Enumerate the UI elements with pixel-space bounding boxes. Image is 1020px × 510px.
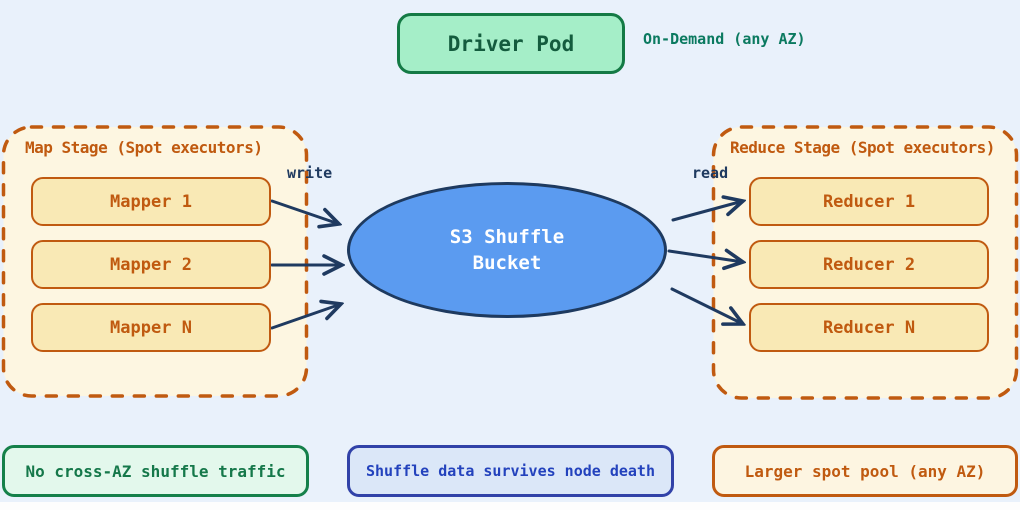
page-bottom-strip <box>0 502 1020 510</box>
write-edge-label: write <box>287 164 333 182</box>
bucket-label-line2: Bucket <box>472 252 542 274</box>
driver-annotation: On-Demand (any AZ) <box>643 30 806 48</box>
mapper-2-node: Mapper 2 <box>31 240 271 289</box>
map-stage-title: Map Stage (Spot executors) <box>25 138 263 157</box>
reducer-n-node: Reducer N <box>749 303 989 352</box>
write-arrow-3 <box>270 304 341 330</box>
mapper-1-node: Mapper 1 <box>31 177 271 226</box>
read-edge-label: read <box>692 164 729 182</box>
reducer-2-node: Reducer 2 <box>749 240 989 289</box>
read-arrow-1 <box>671 201 743 222</box>
write-arrow-1 <box>270 199 339 224</box>
note-larger-spot-pool: Larger spot pool (any AZ) <box>712 445 1018 497</box>
s3-shuffle-bucket-node: S3 Shuffle Bucket <box>347 182 667 318</box>
reduce-stage-title: Reduce Stage (Spot executors) <box>730 138 995 157</box>
read-arrow-3 <box>670 287 743 324</box>
note-no-cross-az: No cross-AZ shuffle traffic <box>2 445 309 497</box>
write-arrows <box>270 199 342 330</box>
reducer-1-node: Reducer 1 <box>749 177 989 226</box>
note-survives-node-death: Shuffle data survives node death <box>347 445 674 497</box>
read-arrows <box>667 201 743 324</box>
driver-pod-label: Driver Pod <box>447 31 575 56</box>
bucket-label-line1: S3 Shuffle <box>449 226 565 248</box>
driver-pod-node: Driver Pod <box>397 13 625 74</box>
read-arrow-2 <box>667 251 743 262</box>
mapper-n-node: Mapper N <box>31 303 271 352</box>
